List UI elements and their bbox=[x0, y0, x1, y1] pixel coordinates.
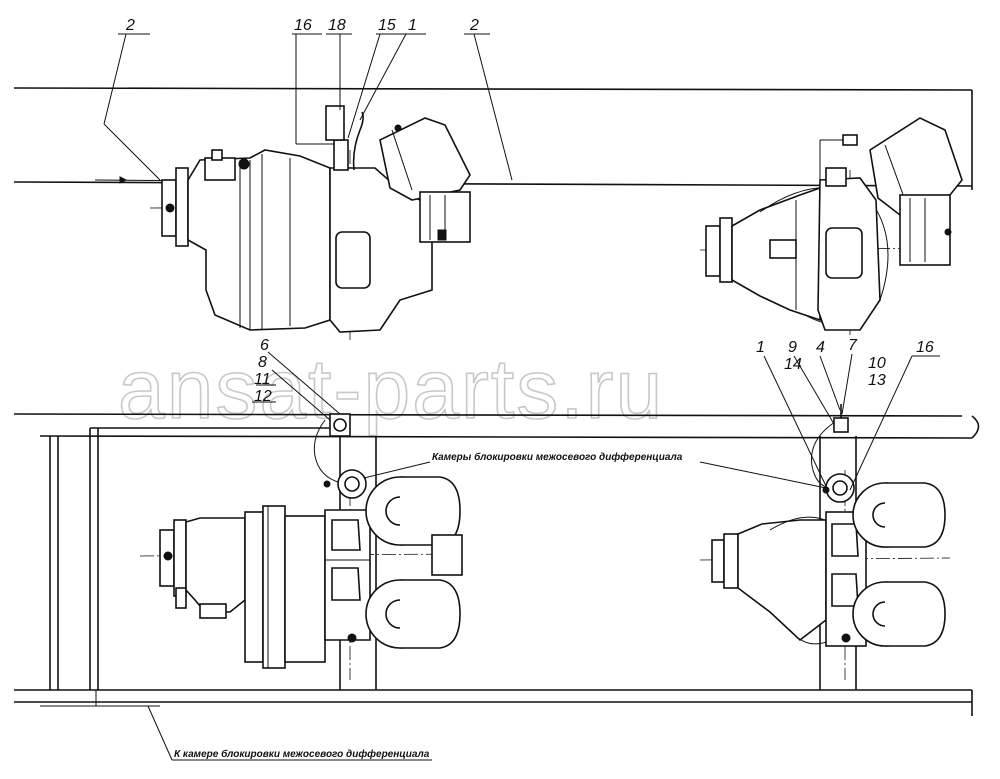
callout-7: 7 bbox=[848, 337, 858, 354]
upper-left-axle bbox=[149, 105, 471, 340]
callout-15: 15 bbox=[378, 17, 396, 34]
callout-12: 12 bbox=[254, 388, 272, 405]
callout-9: 9 bbox=[788, 339, 797, 356]
callout-14: 14 bbox=[784, 356, 802, 373]
callout-11: 11 bbox=[254, 371, 271, 388]
callout-8: 8 bbox=[258, 354, 267, 371]
callout-13: 13 bbox=[868, 372, 886, 389]
callout-1-top: 1 bbox=[408, 17, 417, 34]
caption-to-lock-chamber: К камере блокировки межосевого дифференц… bbox=[174, 748, 430, 760]
callout-6: 6 bbox=[260, 337, 269, 354]
callout-1-right: 1 bbox=[756, 339, 765, 356]
callout-16-top: 16 bbox=[294, 17, 312, 34]
callout-2-right: 2 bbox=[469, 17, 479, 34]
callout-2-left: 2 bbox=[125, 17, 135, 34]
callout-4: 4 bbox=[816, 339, 825, 356]
callout-10: 10 bbox=[868, 355, 886, 372]
upper-right-axle bbox=[699, 117, 963, 335]
watermark: ansat-parts.ru bbox=[118, 342, 664, 436]
leader-lines bbox=[103, 33, 940, 761]
callout-16-right: 16 bbox=[916, 339, 934, 356]
callouts: 2 16 18 15 1 2 6 8 11 12 1 9 14 4 7 10 1… bbox=[125, 17, 934, 405]
caption-lock-chambers: Камеры блокировки межосевого дифференциа… bbox=[432, 451, 683, 463]
lower-right-axle bbox=[699, 404, 951, 680]
lower-left-axle bbox=[139, 413, 463, 680]
callout-18: 18 bbox=[328, 17, 346, 34]
